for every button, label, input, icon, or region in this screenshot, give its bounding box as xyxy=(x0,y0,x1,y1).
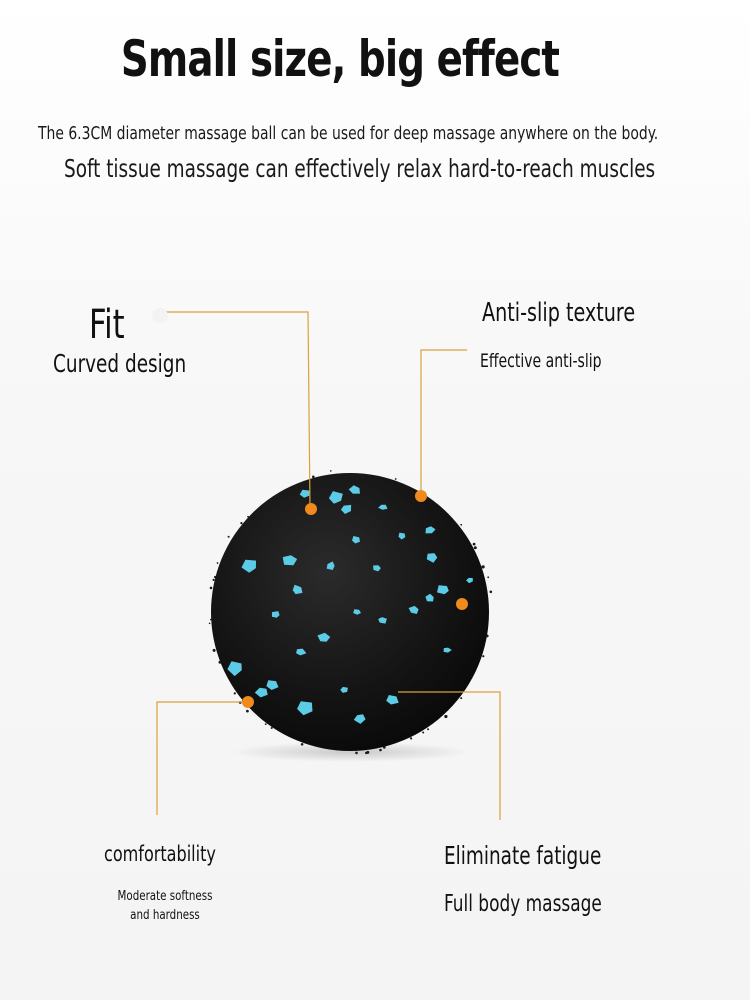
ball-grain xyxy=(444,714,448,719)
ball-grain xyxy=(216,562,219,564)
feature-fatigue-title: Eliminate fatigue xyxy=(444,841,602,870)
ball-grain xyxy=(218,660,222,664)
ball-speckle xyxy=(317,632,331,642)
ball-speckle xyxy=(254,687,268,698)
ball-speckle xyxy=(296,648,307,656)
callout-line-comfort xyxy=(156,701,248,815)
ball-speckle xyxy=(227,661,242,677)
ball-speckle xyxy=(352,536,360,544)
ball-speckle xyxy=(398,532,406,540)
ball-speckle xyxy=(386,695,399,705)
ball-speckle xyxy=(426,553,438,563)
ball-grain xyxy=(210,618,212,621)
ball-speckle xyxy=(425,526,436,534)
feature-comfort-title: comfortability xyxy=(104,842,216,866)
ball-grain xyxy=(270,727,273,729)
callout-dot-comfort xyxy=(242,696,254,708)
ball-grain xyxy=(209,586,213,590)
ball-grain xyxy=(214,575,217,579)
ball-speckle xyxy=(328,491,343,504)
ball-grain xyxy=(460,523,463,526)
ball-grain xyxy=(427,728,430,731)
ball-grain xyxy=(394,478,397,480)
feature-anti-slip-title: Anti-slip texture xyxy=(482,298,636,328)
ball-speckle xyxy=(443,647,452,653)
ball-speckles xyxy=(208,470,493,755)
massage-ball xyxy=(211,473,489,751)
ball-speckle xyxy=(373,565,381,572)
feature-anti-slip-description: Effective anti-slip xyxy=(480,350,602,372)
ball-grain xyxy=(227,535,230,538)
ball-grain xyxy=(473,546,477,550)
callout-line-fit xyxy=(165,311,311,509)
subtitle-line-1: The 6.3CM diameter massage ball can be u… xyxy=(38,123,659,144)
ball-grain xyxy=(208,622,211,625)
ball-grain xyxy=(330,470,332,472)
callout-dot-texture xyxy=(456,598,468,610)
callout-dot-fit xyxy=(305,503,317,515)
ball-speckle xyxy=(378,617,387,624)
ball-speckle xyxy=(340,686,348,693)
ball-shadow xyxy=(230,742,470,762)
ball-speckle xyxy=(292,584,303,595)
glow-spot xyxy=(152,308,168,324)
ball-grain xyxy=(379,748,382,752)
ball-grain xyxy=(264,723,267,725)
feature-fatigue-description: Full body massage xyxy=(444,891,602,917)
callout-line-fatigue xyxy=(398,691,501,820)
callout-dots xyxy=(242,490,468,708)
ball-grain xyxy=(460,697,463,700)
ball-speckle xyxy=(425,593,434,602)
ball-grain xyxy=(485,634,489,638)
ball-speckle xyxy=(408,605,419,614)
ball-speckle xyxy=(299,489,310,498)
ball-grain xyxy=(382,745,386,749)
ball-speckle xyxy=(326,561,335,570)
ball-speckle xyxy=(353,714,366,724)
callout-lines xyxy=(156,311,501,820)
ball-speckle xyxy=(353,609,361,615)
ball-grain xyxy=(472,542,476,546)
ball-speckle xyxy=(266,680,279,690)
ball-speckle xyxy=(282,555,298,566)
feature-comfort-description: Moderate softness and hardness xyxy=(117,889,213,923)
ball-grain xyxy=(212,648,216,652)
ball-grain xyxy=(240,522,243,525)
ball-speckle xyxy=(348,485,360,494)
ball-grain xyxy=(300,743,304,746)
ball-grain xyxy=(246,709,249,713)
feature-fit-description: Curved design xyxy=(53,349,187,378)
ball-grain xyxy=(487,576,490,579)
ball-speckle xyxy=(297,701,313,716)
page-title: Small size, big effect xyxy=(120,30,560,88)
ball-speckle xyxy=(437,585,449,595)
subtitle-line-2: Soft tissue massage can effectively rela… xyxy=(64,154,656,183)
feature-fit-title: Fit xyxy=(89,302,125,348)
ball-speckle xyxy=(466,577,473,584)
callout-line-anti-slip xyxy=(420,349,467,495)
ball-grain xyxy=(410,737,413,740)
ball-grain xyxy=(366,750,370,754)
ball-grain xyxy=(422,731,425,734)
ball-speckle xyxy=(241,559,256,573)
ball-grain xyxy=(312,475,315,479)
ball-grain xyxy=(481,565,485,569)
ball-speckle xyxy=(271,611,280,618)
ball-grain xyxy=(233,692,236,695)
ball-grain xyxy=(355,751,358,755)
ball-grain xyxy=(247,515,250,518)
ball-grain xyxy=(482,655,485,658)
ball-grain xyxy=(212,578,215,582)
ball-speckle xyxy=(340,504,352,514)
callout-dot-anti-slip xyxy=(415,490,427,502)
ball-grain xyxy=(489,590,493,594)
ball-speckle xyxy=(378,504,388,510)
